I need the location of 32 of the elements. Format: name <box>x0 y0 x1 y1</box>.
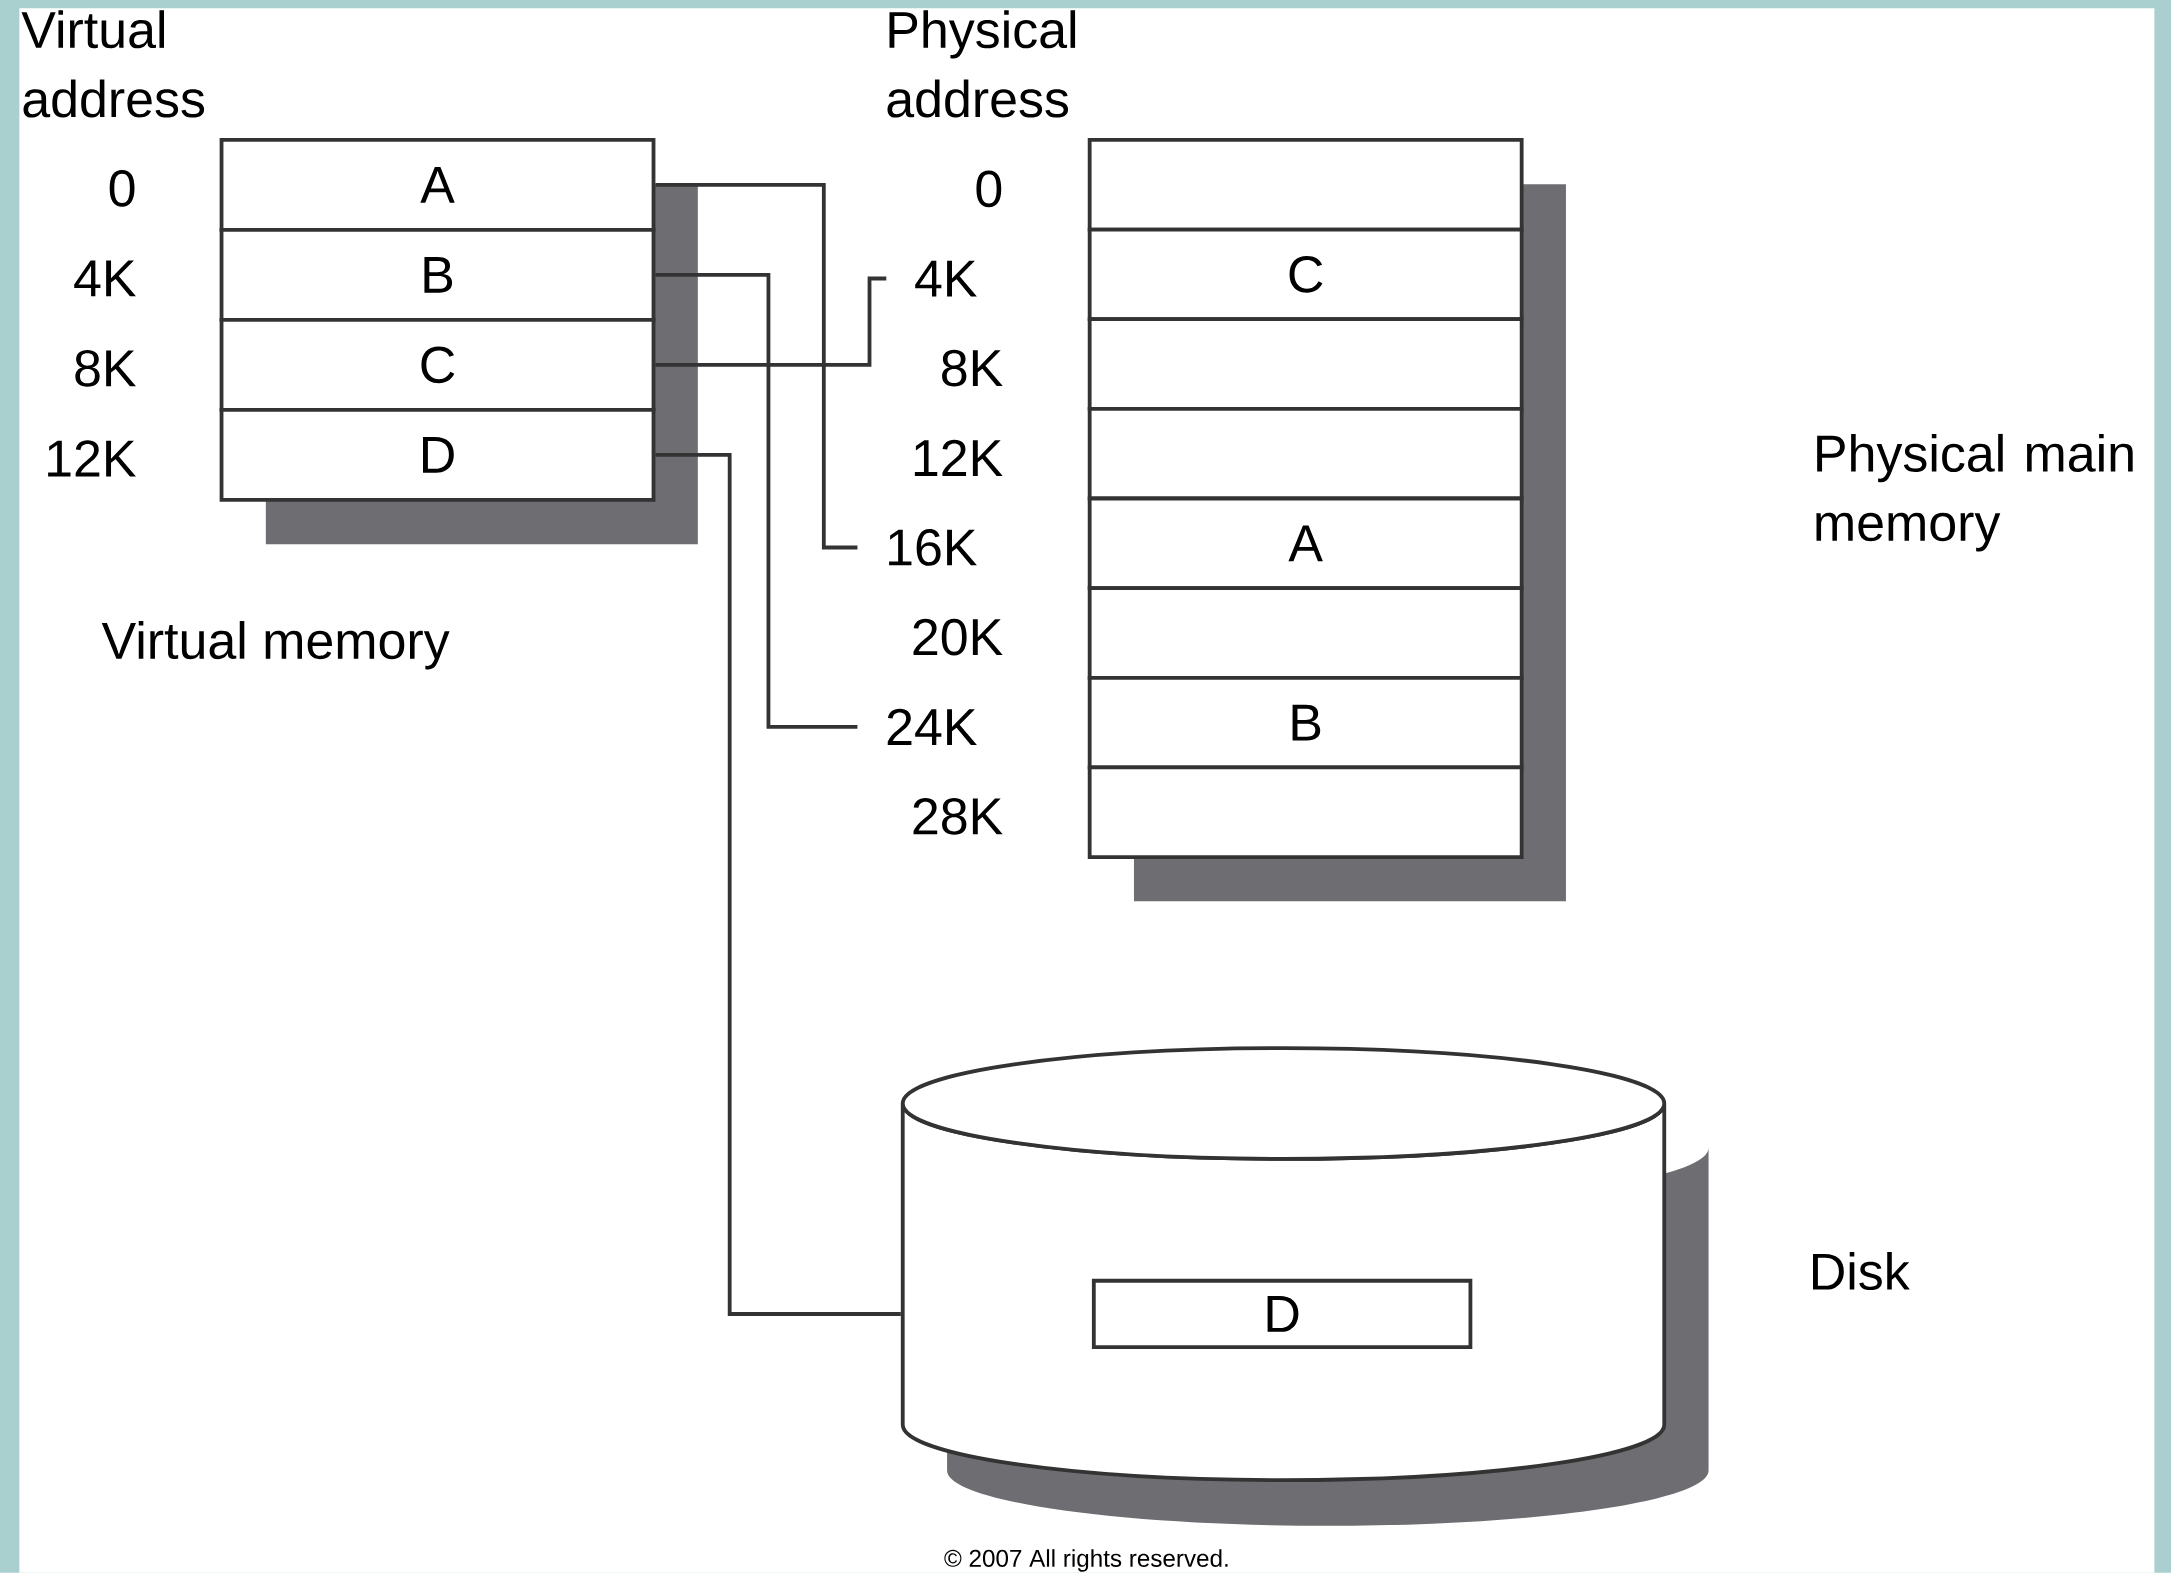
address-label: 24K <box>887 708 977 745</box>
address-heading: Physical address <box>887 10 1076 118</box>
connector-line <box>655 276 887 367</box>
memory-cell: B <box>1087 675 1524 770</box>
disk-label: Disk <box>1813 1252 1910 1291</box>
address-label: 0 <box>109 170 135 207</box>
disk-cylinder <box>900 1046 1667 1483</box>
address-label: 20K <box>913 618 1003 656</box>
address-label: 16K <box>889 529 977 566</box>
address-label: 8K <box>75 350 136 387</box>
memory-cell: B <box>219 228 656 322</box>
connector-line <box>655 273 858 729</box>
disk-block: D <box>1091 1278 1473 1350</box>
memory-caption: Physical main memory <box>1816 433 2133 552</box>
address-label: 4K <box>74 260 136 297</box>
memory-caption: Virtual memory <box>101 621 450 670</box>
address-label: 8K <box>942 349 1003 387</box>
address-label: 0 <box>976 170 1002 208</box>
connector-line <box>655 183 858 550</box>
address-heading: Virtual address <box>21 10 205 118</box>
memory-cell <box>1087 765 1524 860</box>
address-label: 28K <box>913 798 1003 835</box>
memory-cell: D <box>219 408 656 502</box>
memory-cell: A <box>1087 496 1524 591</box>
connector-line <box>655 453 901 1316</box>
memory-cell: C <box>1087 227 1524 322</box>
address-label: 12K <box>48 440 136 477</box>
memory-cell: C <box>219 318 656 412</box>
address-label: 4K <box>915 260 977 297</box>
address-label: 12K <box>914 439 1003 476</box>
memory-cell: A <box>219 138 656 232</box>
copyright-note: © 2007 All rights reserved. <box>944 1549 1228 1572</box>
